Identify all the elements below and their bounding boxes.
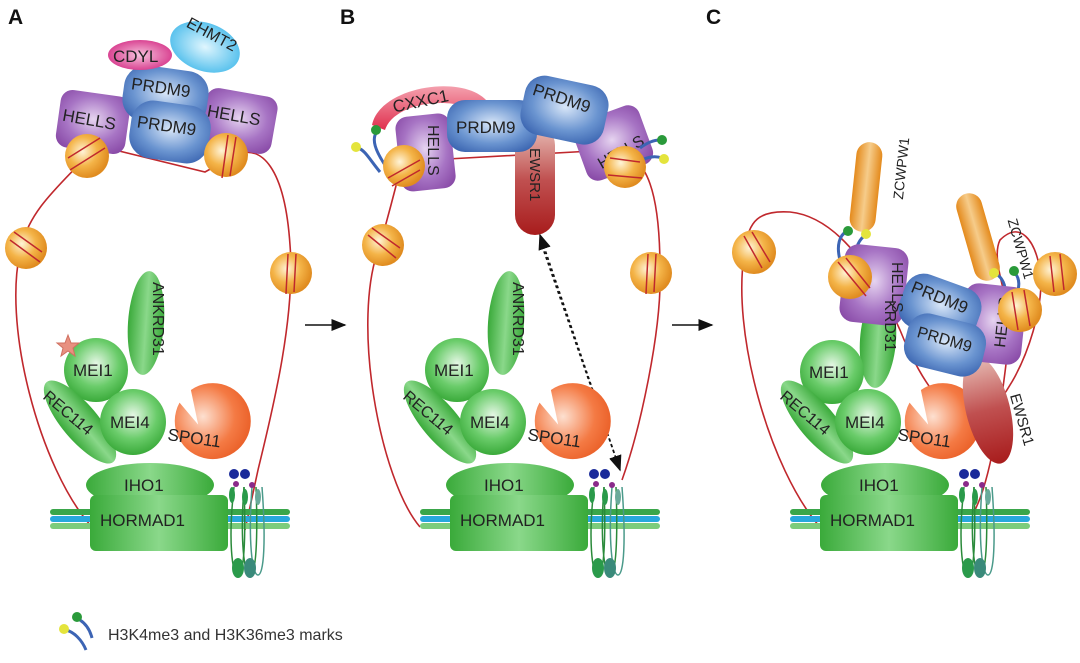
prdm9-protein [903, 313, 987, 377]
ewsr1-label: EWSR1 [526, 148, 543, 201]
prdm9-protein [520, 75, 609, 145]
cxxc1-protein [372, 86, 490, 130]
ewsr1-protein [515, 125, 555, 235]
hormad1-protein [90, 495, 228, 551]
panel-c: C ZCWPW1 ZCWPW1 EWSR1 HELLS [706, 6, 1077, 578]
nucleosome [732, 230, 776, 274]
ankrd31-protein [487, 271, 525, 375]
prdm9-label: PRDM9 [456, 118, 516, 137]
rec114-protein [780, 380, 854, 464]
nucleosome [630, 252, 672, 295]
hormad1-label: HORMAD1 [830, 511, 915, 530]
nucleosome [362, 224, 404, 266]
nucleosome [998, 288, 1042, 332]
panel-letter-b: B [340, 6, 355, 29]
mei4-protein [460, 389, 526, 455]
ankrd31-protein [127, 271, 165, 375]
mei4-protein [100, 389, 166, 455]
ehmt2-protein [170, 21, 240, 73]
spo11-protein [174, 383, 251, 460]
nucleosome [1033, 252, 1077, 296]
nucleosome [270, 252, 312, 295]
hells-label: HELLS [424, 125, 441, 176]
rec114-protein [403, 380, 477, 464]
hormad1-label: HORMAD1 [460, 511, 545, 530]
ankrd31-label: ANKRD31 [509, 282, 526, 356]
prdm9-protein [129, 100, 211, 164]
nucleosome [5, 227, 47, 269]
cxxc1-label: CXXC1 [391, 86, 450, 116]
prdm9-protein [447, 100, 537, 152]
hormad1-protein [820, 495, 958, 551]
dna-strand [15, 149, 292, 531]
nucleosome [604, 146, 646, 188]
interaction-arrow [539, 239, 622, 472]
nucleosome [828, 255, 872, 299]
mei1-protein [425, 338, 489, 402]
zcwpw1-label: ZCWPW1 [890, 136, 912, 200]
mei1-label: MEI1 [73, 361, 113, 380]
hells-label: HELLS [888, 262, 905, 313]
mei4-label: MEI4 [845, 413, 885, 432]
mei1-label: MEI1 [434, 361, 474, 380]
legend: H3K4me3 and H3K36me3 marks [59, 612, 343, 651]
hormad1-protein [450, 495, 588, 551]
histone-mark [351, 125, 669, 173]
interaction-arrow [538, 233, 621, 471]
zcwpw1-protein [849, 142, 883, 232]
panel-letter-c: C [706, 6, 721, 29]
cdyl-label: CDYL [113, 47, 158, 66]
mei1-protein [64, 338, 128, 402]
ewsr1-protein [962, 356, 1014, 464]
axis-loop-structure [229, 469, 265, 578]
panel-b: B CXXC1 PRDM9 PRDM9 HELLS HELLS EWSR1 [340, 6, 672, 578]
spo11-protein [904, 383, 981, 460]
ankrd31-label: KRD31 [881, 300, 898, 352]
rec114-protein [43, 380, 117, 464]
iho1-label: IHO1 [859, 476, 899, 495]
nucleosome [204, 133, 248, 179]
histone-mark-icon [59, 612, 94, 651]
zcwpw1-protein [956, 193, 1000, 281]
iho1-label: IHO1 [124, 476, 164, 495]
legend-label: H3K4me3 and H3K36me3 marks [108, 627, 343, 644]
panel-a: A CDYL EHMT2 PRDM9 PRDM9 HELLS HELLS [5, 6, 312, 578]
axis-loop-structure [959, 469, 995, 578]
mei4-label: MEI4 [110, 413, 150, 432]
nucleosome [383, 145, 425, 187]
hormad1-label: HORMAD1 [100, 511, 185, 530]
modification-star-icon [55, 333, 81, 358]
mei1-protein [800, 340, 864, 404]
mei4-protein [835, 389, 901, 455]
mei4-label: MEI4 [470, 413, 510, 432]
mei1-label: MEI1 [809, 363, 849, 382]
nucleosome [65, 134, 109, 178]
panel-letter-a: A [8, 6, 23, 29]
spo11-protein [534, 383, 611, 460]
ankrd31-label: ANKRD31 [149, 282, 166, 356]
axis-loop-structure [589, 469, 625, 578]
cdyl-protein [108, 40, 172, 70]
iho1-label: IHO1 [484, 476, 524, 495]
